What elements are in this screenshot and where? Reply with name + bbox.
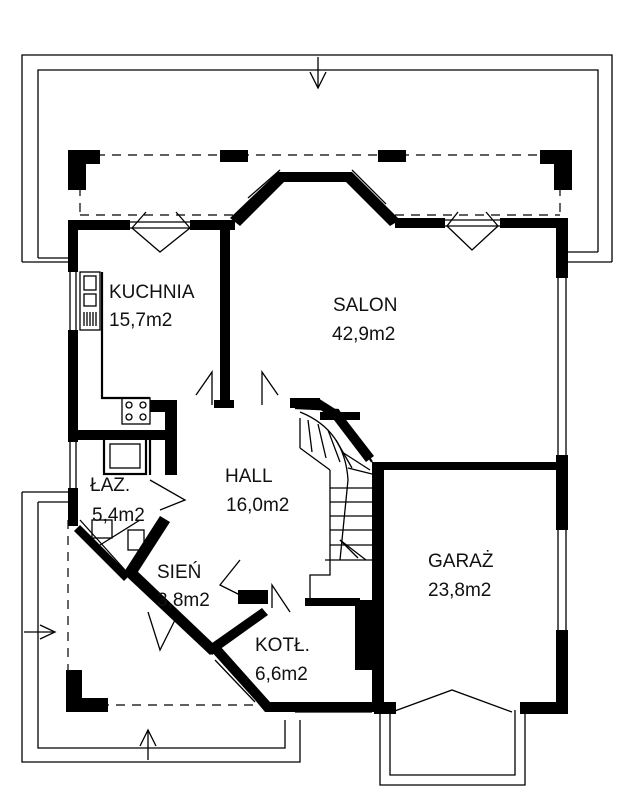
covered-area-top [68, 150, 572, 216]
room-name-kotlownia: KOTŁ. [255, 635, 310, 656]
room-kuchnia: KUCHNIA 15,7m2 [109, 282, 195, 331]
outer-walls [68, 172, 568, 714]
room-kotlownia: KOTŁ. 6,6m2 [255, 635, 310, 685]
room-area-hall: 16,0m2 [226, 495, 289, 516]
interior-walls [68, 225, 374, 655]
room-sien: SIEŃ 3,8m2 [157, 562, 210, 611]
room-name-sien: SIEŃ [157, 562, 201, 583]
terrace-bottom-left [21, 491, 301, 763]
room-lazienka: ŁAZ. 5,4m2 [90, 475, 145, 526]
room-area-salon: 42,9m2 [332, 324, 395, 345]
room-area-sien: 3,8m2 [157, 590, 210, 611]
room-name-lazienka: ŁAZ. [90, 475, 130, 496]
room-name-garaz: GARAŻ [428, 551, 494, 572]
kitchen-fixtures [79, 271, 151, 425]
room-name-kuchnia: KUCHNIA [109, 282, 195, 303]
room-name-hall: HALL [225, 466, 273, 487]
windows [69, 169, 567, 713]
garage-entrance [379, 689, 526, 786]
room-salon: SALON 42,9m2 [332, 295, 397, 345]
bathroom-fixtures [91, 436, 148, 551]
room-area-kotlownia: 6,6m2 [255, 664, 308, 685]
terrace-top [21, 54, 613, 263]
room-garaz: GARAŻ 23,8m2 [428, 551, 494, 601]
staircase [299, 411, 373, 600]
room-hall: HALL 16,0m2 [225, 466, 289, 516]
room-name-salon: SALON [333, 295, 397, 316]
room-area-lazienka: 5,4m2 [92, 505, 145, 526]
room-area-garaz: 23,8m2 [428, 580, 491, 601]
room-area-kuchnia: 15,7m2 [109, 310, 172, 331]
